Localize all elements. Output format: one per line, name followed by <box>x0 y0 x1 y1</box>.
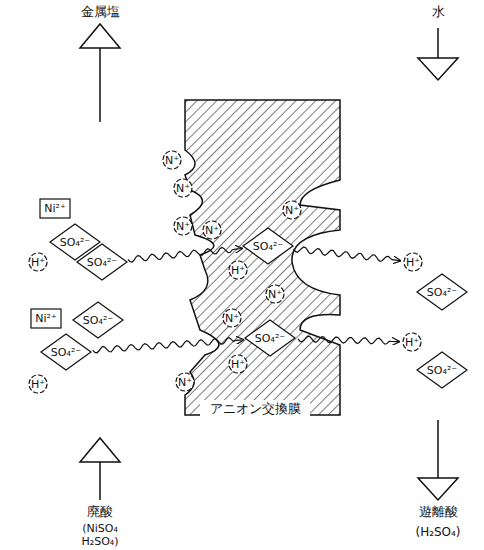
ion-circle: N⁺ <box>173 216 193 236</box>
ion-label: Ni²⁺ <box>35 312 57 325</box>
diffusion-arrow <box>128 247 242 262</box>
ion-label: SO₄²⁻ <box>253 240 283 253</box>
ion-label: N⁺ <box>225 312 239 325</box>
ion-label: N⁺ <box>176 220 190 233</box>
ion-circle: H⁺ <box>28 374 48 394</box>
ion-label: SO₄²⁻ <box>427 364 457 377</box>
stream-label: 廃酸 <box>70 504 130 520</box>
diffusion-arrow <box>298 336 399 344</box>
ion-circle: N⁺ <box>173 178 193 198</box>
ion-circle: N⁺ <box>162 150 182 170</box>
ion-diamond: SO₄²⁻ <box>40 333 92 371</box>
ion-diamond: SO₄²⁻ <box>416 273 468 311</box>
ion-diamond: SO₄²⁻ <box>76 243 128 281</box>
diffusion-arrow <box>294 247 401 261</box>
ion-label: H⁺ <box>231 264 245 277</box>
ion-label: N⁺ <box>165 154 179 167</box>
ion-circle: H⁺ <box>28 252 48 272</box>
ion-circle: H⁺ <box>228 260 248 280</box>
ion-label: H⁺ <box>405 336 419 349</box>
ion-label: H⁺ <box>406 256 420 269</box>
ion-label: N⁺ <box>205 224 219 237</box>
ion-label: N⁺ <box>176 182 190 195</box>
ion-circle: H⁺ <box>403 252 423 272</box>
ion-label: SO₄²⁻ <box>60 236 90 249</box>
ion-circle: H⁺ <box>402 332 422 352</box>
ion-label: N⁺ <box>268 288 282 301</box>
ion-label: N⁺ <box>178 376 192 389</box>
ion-label: SO₄²⁻ <box>87 256 117 269</box>
ion-label: SO₄²⁻ <box>83 314 113 327</box>
ion-diamond: SO₄²⁻ <box>242 227 294 265</box>
ion-circle: N⁺ <box>282 200 302 220</box>
ion-diamond: SO₄²⁻ <box>72 301 124 339</box>
ion-label: Ni²⁺ <box>44 202 66 215</box>
stream-label: (NiSO₄ H₂SO₄) <box>65 522 135 548</box>
ion-label: H⁺ <box>231 358 245 371</box>
ion-label: N⁺ <box>285 204 299 217</box>
ion-label: H⁺ <box>31 378 45 391</box>
ion-label: H⁺ <box>31 256 45 269</box>
stream-label: (H₂SO₄) <box>398 524 478 540</box>
ion-circle: N⁺ <box>175 372 195 392</box>
stream-label: 金属塩 <box>60 4 140 20</box>
anion-exchange-membrane <box>185 100 340 415</box>
diffusion-arrow <box>93 338 243 353</box>
ion-circle: N⁺ <box>265 284 285 304</box>
ion-box: Ni²⁺ <box>30 308 62 329</box>
ion-label: SO₄²⁻ <box>51 346 81 359</box>
flow-arrows <box>80 24 458 500</box>
ion-circle: H⁺ <box>228 354 248 374</box>
ion-diamond: SO₄²⁻ <box>244 319 296 357</box>
stream-label: 水 <box>418 4 458 20</box>
ion-label: SO₄²⁻ <box>427 286 457 299</box>
ion-circle: N⁺ <box>222 308 242 328</box>
stream-label: 遊離酸 <box>403 504 473 520</box>
ion-box: Ni²⁺ <box>39 198 71 219</box>
ion-circle: N⁺ <box>202 220 222 240</box>
membrane-label: アニオン交換膜 <box>200 400 310 418</box>
ion-diamond: SO₄²⁻ <box>416 351 468 389</box>
ion-label: SO₄²⁻ <box>255 332 285 345</box>
